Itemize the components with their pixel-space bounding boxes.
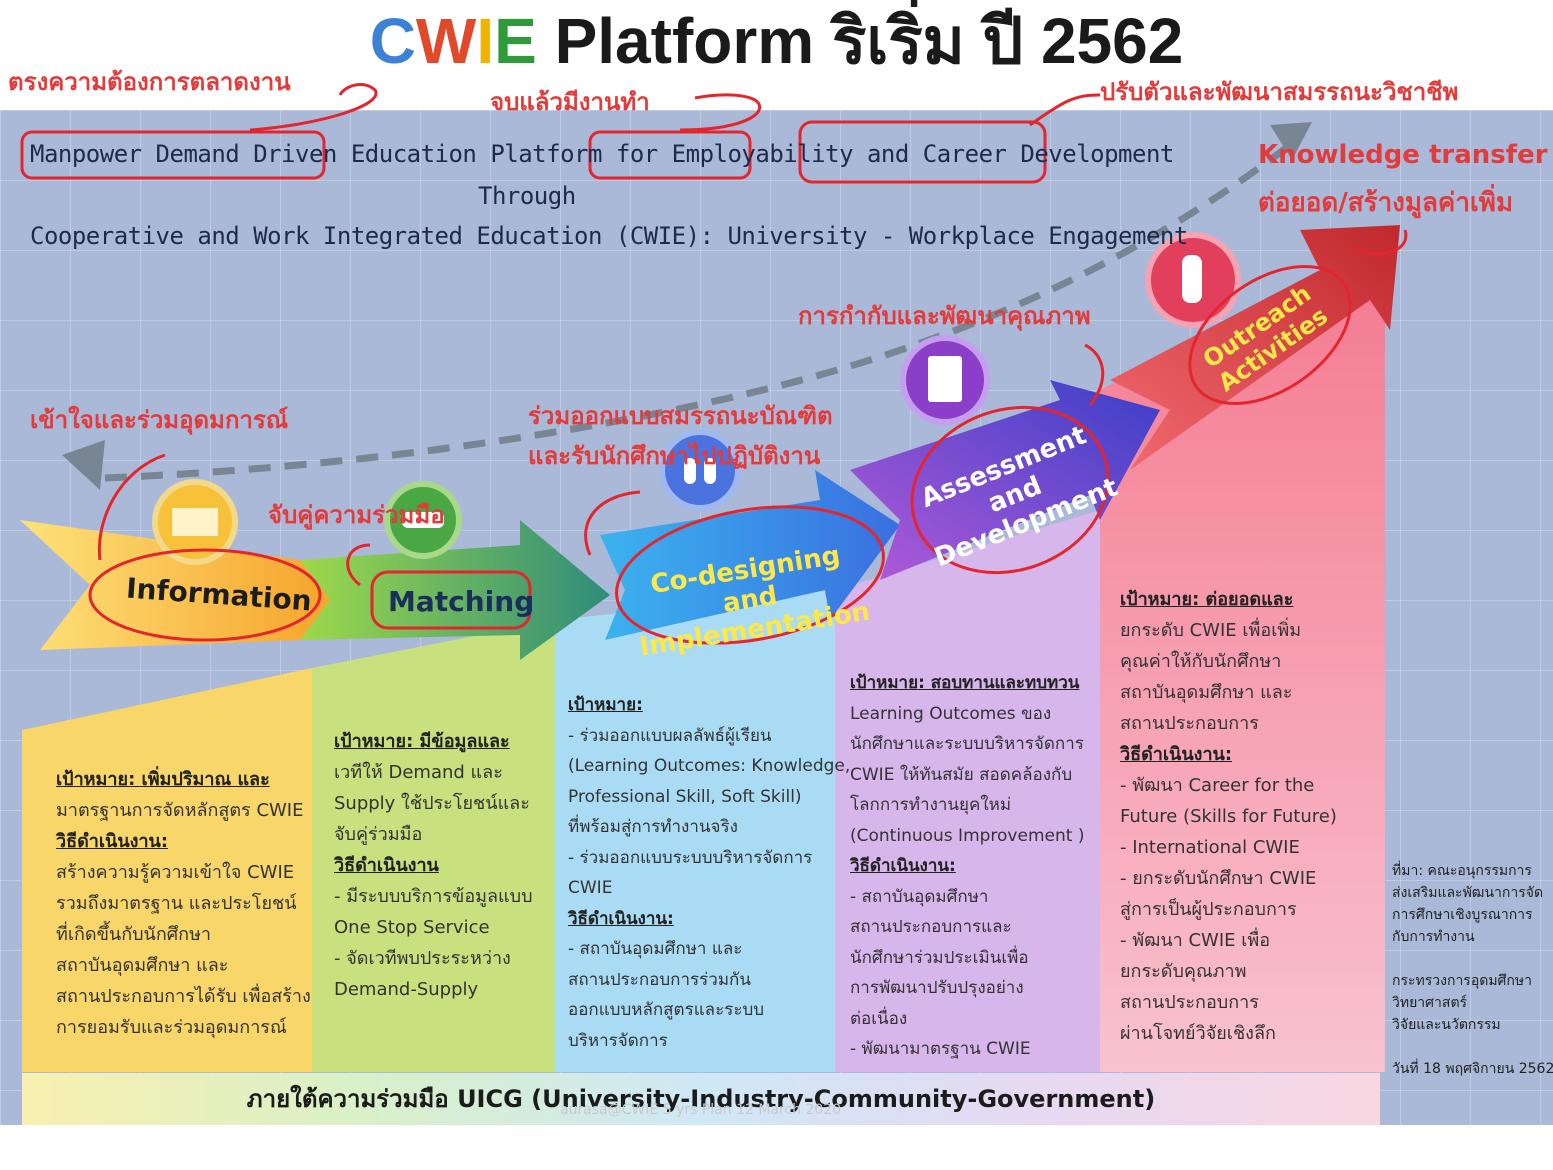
highlight-manpower [20, 130, 326, 180]
annotation-knowledge-transfer: Knowledge transfer [1258, 140, 1548, 170]
column-5-text: เป้าหมาย: ต่อยอดและ ยกระดับ CWIE เพื่อเพ… [1120, 589, 1337, 1044]
people-icon-figure1 [684, 458, 696, 484]
trend-start-arrowhead [62, 440, 105, 490]
annotation-stroke-5 [346, 543, 371, 587]
annotation-matching: จับคู่ความร่วมมือ [268, 501, 445, 529]
column-2-bg [312, 620, 555, 1072]
highlight-outreach [1188, 264, 1352, 406]
annotation-stroke-6 [584, 490, 641, 556]
highlight-employability [588, 130, 752, 180]
column-4-text: เป้าหมาย: สอบทานและทบทวน Learning Outcom… [850, 673, 1085, 1059]
handshake-icon-hands [402, 512, 444, 528]
column-2-text: เป้าหมาย: มีข้อมูลและ เวทีให้ Demand และ… [334, 731, 533, 1000]
column-3-text: เป้าหมาย: - ร่วมออกแบบผลลัพธ์ผู้เรียน (L… [568, 695, 851, 1051]
column-1-bg [22, 668, 312, 1072]
annotation-stroke-4 [97, 453, 166, 561]
checklist-icon-clipboard [928, 356, 962, 402]
step-matching-label: Matching [388, 585, 535, 618]
annotation-understand: เข้าใจและร่วมอุดมการณ์ [30, 406, 289, 434]
trend-end-arrowhead [1270, 122, 1312, 160]
annotation-quality: การกำกับและพัฒนาคุณภาพ [798, 302, 1091, 330]
book-icon-pages [172, 508, 218, 536]
header-line-2: Through [478, 182, 576, 210]
watermark: aurasa@CWIE 5 yrs Plan 12 March 2020 [560, 1102, 842, 1118]
annotation-stroke-8 [1354, 229, 1408, 255]
annotation-labor-market: ตรงความต้องการตลาดงาน [8, 68, 291, 96]
information-arrow [20, 520, 330, 650]
highlight-matching [370, 570, 532, 630]
header-line-1: Manpower Demand Driven Education Platfor… [30, 140, 1174, 168]
column-1-text: เป้าหมาย: เพิ่มปริมาณ และ มาตรฐานการจัดห… [56, 769, 311, 1038]
codesign-arrow [600, 470, 900, 640]
annotation-stroke-1 [249, 83, 378, 132]
annotation-stroke-2 [679, 93, 762, 132]
annotation-codesign-2: และรับนักศึกษาไปปฏิบัติงาน [528, 442, 821, 470]
assessment-arrow [850, 380, 1160, 580]
speaker-icon-figure [1182, 255, 1202, 303]
annotation-career-dev: ปรับตัวและพัฒนาสมรรถนะวิชาชีพ [1100, 78, 1459, 106]
uicg-footer-band: ภายใต้ความร่วมมือ UICG (University-Indus… [22, 1073, 1380, 1125]
outreach-arrow [1110, 225, 1400, 470]
highlight-assessment [910, 405, 1110, 575]
annotation-get-job: จบแล้วมีงานทำ [490, 88, 650, 116]
column-3-bg [555, 590, 835, 1072]
annotation-stroke-3 [1029, 93, 1101, 127]
slide-title: CWIE Platform ริเริ่ม ปี 2562 [369, 5, 1184, 77]
people-icon [659, 429, 741, 511]
people-icon-figure2 [704, 458, 716, 484]
highlight-career [798, 120, 1047, 184]
annotation-value-added: ต่อยอด/สร้างมูลค่าเพิ่ม [1258, 188, 1514, 218]
column-5-bg [1100, 250, 1385, 1072]
column-4-bg [835, 510, 1100, 1072]
trend-dashed-line [104, 142, 1293, 482]
annotation-codesign-1: ร่วมออกแบบสมรรถนะบัณฑิต [528, 402, 833, 430]
annotation-stroke-7 [1084, 343, 1105, 406]
header-line-3: Cooperative and Work Integrated Educatio… [30, 222, 1188, 250]
highlight-information [88, 548, 322, 642]
highlight-codesign [615, 505, 885, 645]
source-note: ที่มา: คณะอนุกรรมการ ส่งเสริมและพัฒนาการ… [1392, 863, 1553, 1077]
